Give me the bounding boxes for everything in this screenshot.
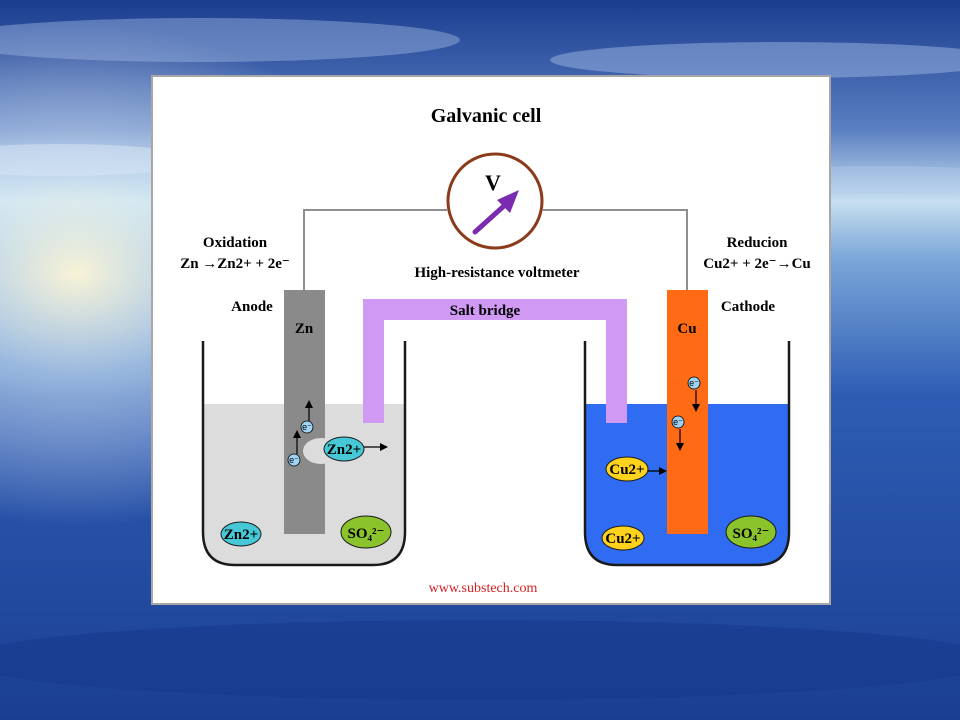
cu-electrode-label: Cu (677, 321, 696, 337)
zn-ion-arrowhead (380, 443, 388, 451)
voltmeter: V (446, 152, 544, 250)
zn-electron-upper: e⁻ (300, 400, 314, 434)
cathode-sulfate-ion (725, 515, 777, 549)
right-beaker (583, 341, 791, 567)
circuit-wire-left (303, 209, 447, 291)
anode-label: Anode (231, 299, 273, 315)
cathode-label: Cathode (721, 299, 776, 315)
anode-reaction-title: Oxidation (203, 235, 268, 251)
cu-ion-solution-label: Cu2+ (605, 531, 640, 547)
zn-electron-upper-label: e⁻ (302, 422, 312, 432)
anode-equation: Zn →Zn2+ + 2e⁻ (180, 256, 290, 272)
left-beaker (201, 341, 407, 567)
cu-electron-lower-label: e⁻ (673, 417, 683, 427)
cu-electrode (667, 290, 708, 534)
salt-bridge (363, 299, 627, 423)
galvanic-cell-diagram: Galvanic cell V High-resistance voltmete… (180, 105, 811, 596)
anode-sulfate-ion (340, 515, 392, 549)
cu-electron-lower: e⁻ (671, 415, 685, 451)
voltmeter-dial (446, 152, 544, 250)
zn-electrode-label: Zn (295, 321, 314, 337)
circuit-wire-right (543, 209, 688, 291)
voltmeter-needle-icon (472, 202, 508, 235)
zn-ion-solution-label: Zn2+ (224, 527, 258, 543)
zn-ion-dissolving (323, 436, 365, 462)
diagram-panel: Galvanic cell V High-resistance voltmete… (151, 75, 831, 605)
cu-electron-upper: e⁻ (687, 376, 701, 412)
zn-electron-lower-label: e⁻ (289, 455, 299, 465)
voltmeter-needle-arrowhead (497, 190, 519, 213)
cu-ion-depositing (605, 456, 649, 482)
voltmeter-symbol: V (485, 170, 501, 195)
cathode-sulfate-label: SO₄²⁻ (733, 526, 770, 542)
source-credit: www.substech.com (429, 581, 538, 596)
zn-electrode (284, 290, 325, 534)
cu-electron-upper-label: e⁻ (689, 378, 699, 388)
cu-ion-depositing-label: Cu2+ (609, 462, 644, 478)
zn-electron-lower: e⁻ (287, 430, 301, 467)
cu-ion-solution (601, 525, 645, 551)
zn-ion-solution (220, 521, 262, 547)
voltmeter-label: High-resistance voltmeter (414, 265, 579, 281)
salt-bridge-label: Salt bridge (450, 303, 521, 319)
cu-ion-arrowhead (659, 467, 667, 475)
cathode-equation: Cu2+ + 2e⁻→Cu (703, 256, 811, 272)
anode-sulfate-label: SO₄²⁻ (348, 526, 385, 542)
diagram-title: Galvanic cell (431, 105, 542, 127)
cathode-reaction-title: Reducion (727, 235, 789, 251)
zn-ion-dissolving-label: Zn2+ (327, 442, 361, 458)
